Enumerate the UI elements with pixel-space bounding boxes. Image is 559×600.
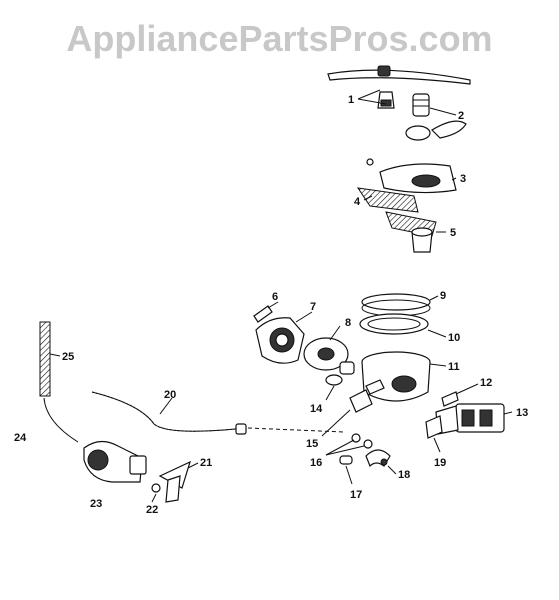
callout-8: 8 <box>345 317 351 329</box>
callout-7: 7 <box>310 301 316 313</box>
callout-17: 17 <box>350 489 362 501</box>
callout-labels: 1 2 3 4 5 6 7 8 9 10 11 12 13 14 15 16 1… <box>14 94 528 516</box>
part-6-screw <box>253 305 273 323</box>
part-20-drain-hose <box>91 391 345 435</box>
callout-22: 22 <box>146 504 158 516</box>
part-17-pin <box>339 455 353 465</box>
callout-2: 2 <box>458 110 464 122</box>
callout-13: 13 <box>516 407 528 419</box>
part-21-check-valve <box>158 460 191 503</box>
callout-5: 5 <box>450 227 456 239</box>
callout-16: 16 <box>310 457 322 469</box>
part-18-elbow <box>365 449 391 468</box>
callout-24: 24 <box>14 432 27 444</box>
part-2-nut-clip <box>405 93 467 141</box>
callout-10: 10 <box>448 332 460 344</box>
part-9-ring <box>361 293 431 317</box>
part-23-inlet-valve <box>83 440 147 483</box>
part-7-motor-housing <box>255 317 305 364</box>
callout-23: 23 <box>90 498 102 510</box>
watermark: AppliancePartsPros.com <box>66 18 493 59</box>
callout-6: 6 <box>272 291 278 303</box>
callout-11: 11 <box>448 361 460 373</box>
callout-3: 3 <box>460 173 466 185</box>
callout-12: 12 <box>480 377 492 389</box>
callout-1: 1 <box>348 94 354 106</box>
part-12-clip <box>441 391 459 407</box>
part-15-tube <box>349 389 373 413</box>
callout-9: 9 <box>440 290 446 302</box>
part-5-filter-cup <box>385 211 437 253</box>
part-22-washer <box>151 483 161 493</box>
part-16-o-rings <box>351 433 373 449</box>
part-24-hose-bend <box>43 397 79 443</box>
callout-25: 25 <box>62 351 74 363</box>
callout-21: 21 <box>200 457 212 469</box>
part-13-drain-valve <box>435 403 505 435</box>
callout-4: 4 <box>354 196 361 208</box>
callout-18: 18 <box>398 469 410 481</box>
part-8-impeller <box>303 337 355 375</box>
part-10-gasket <box>359 313 429 335</box>
callout-15: 15 <box>306 438 318 450</box>
callout-19: 19 <box>434 457 446 469</box>
callout-14: 14 <box>310 403 323 415</box>
part-4-filter-screen <box>356 187 419 213</box>
part-19-gasket <box>425 415 443 439</box>
part-14-seal <box>325 374 343 386</box>
part-25-fill-hose <box>39 321 51 397</box>
part-11-pump-housing <box>361 351 431 402</box>
leader-lines <box>49 89 513 503</box>
callout-20: 20 <box>164 389 176 401</box>
part-3-support <box>366 158 457 194</box>
